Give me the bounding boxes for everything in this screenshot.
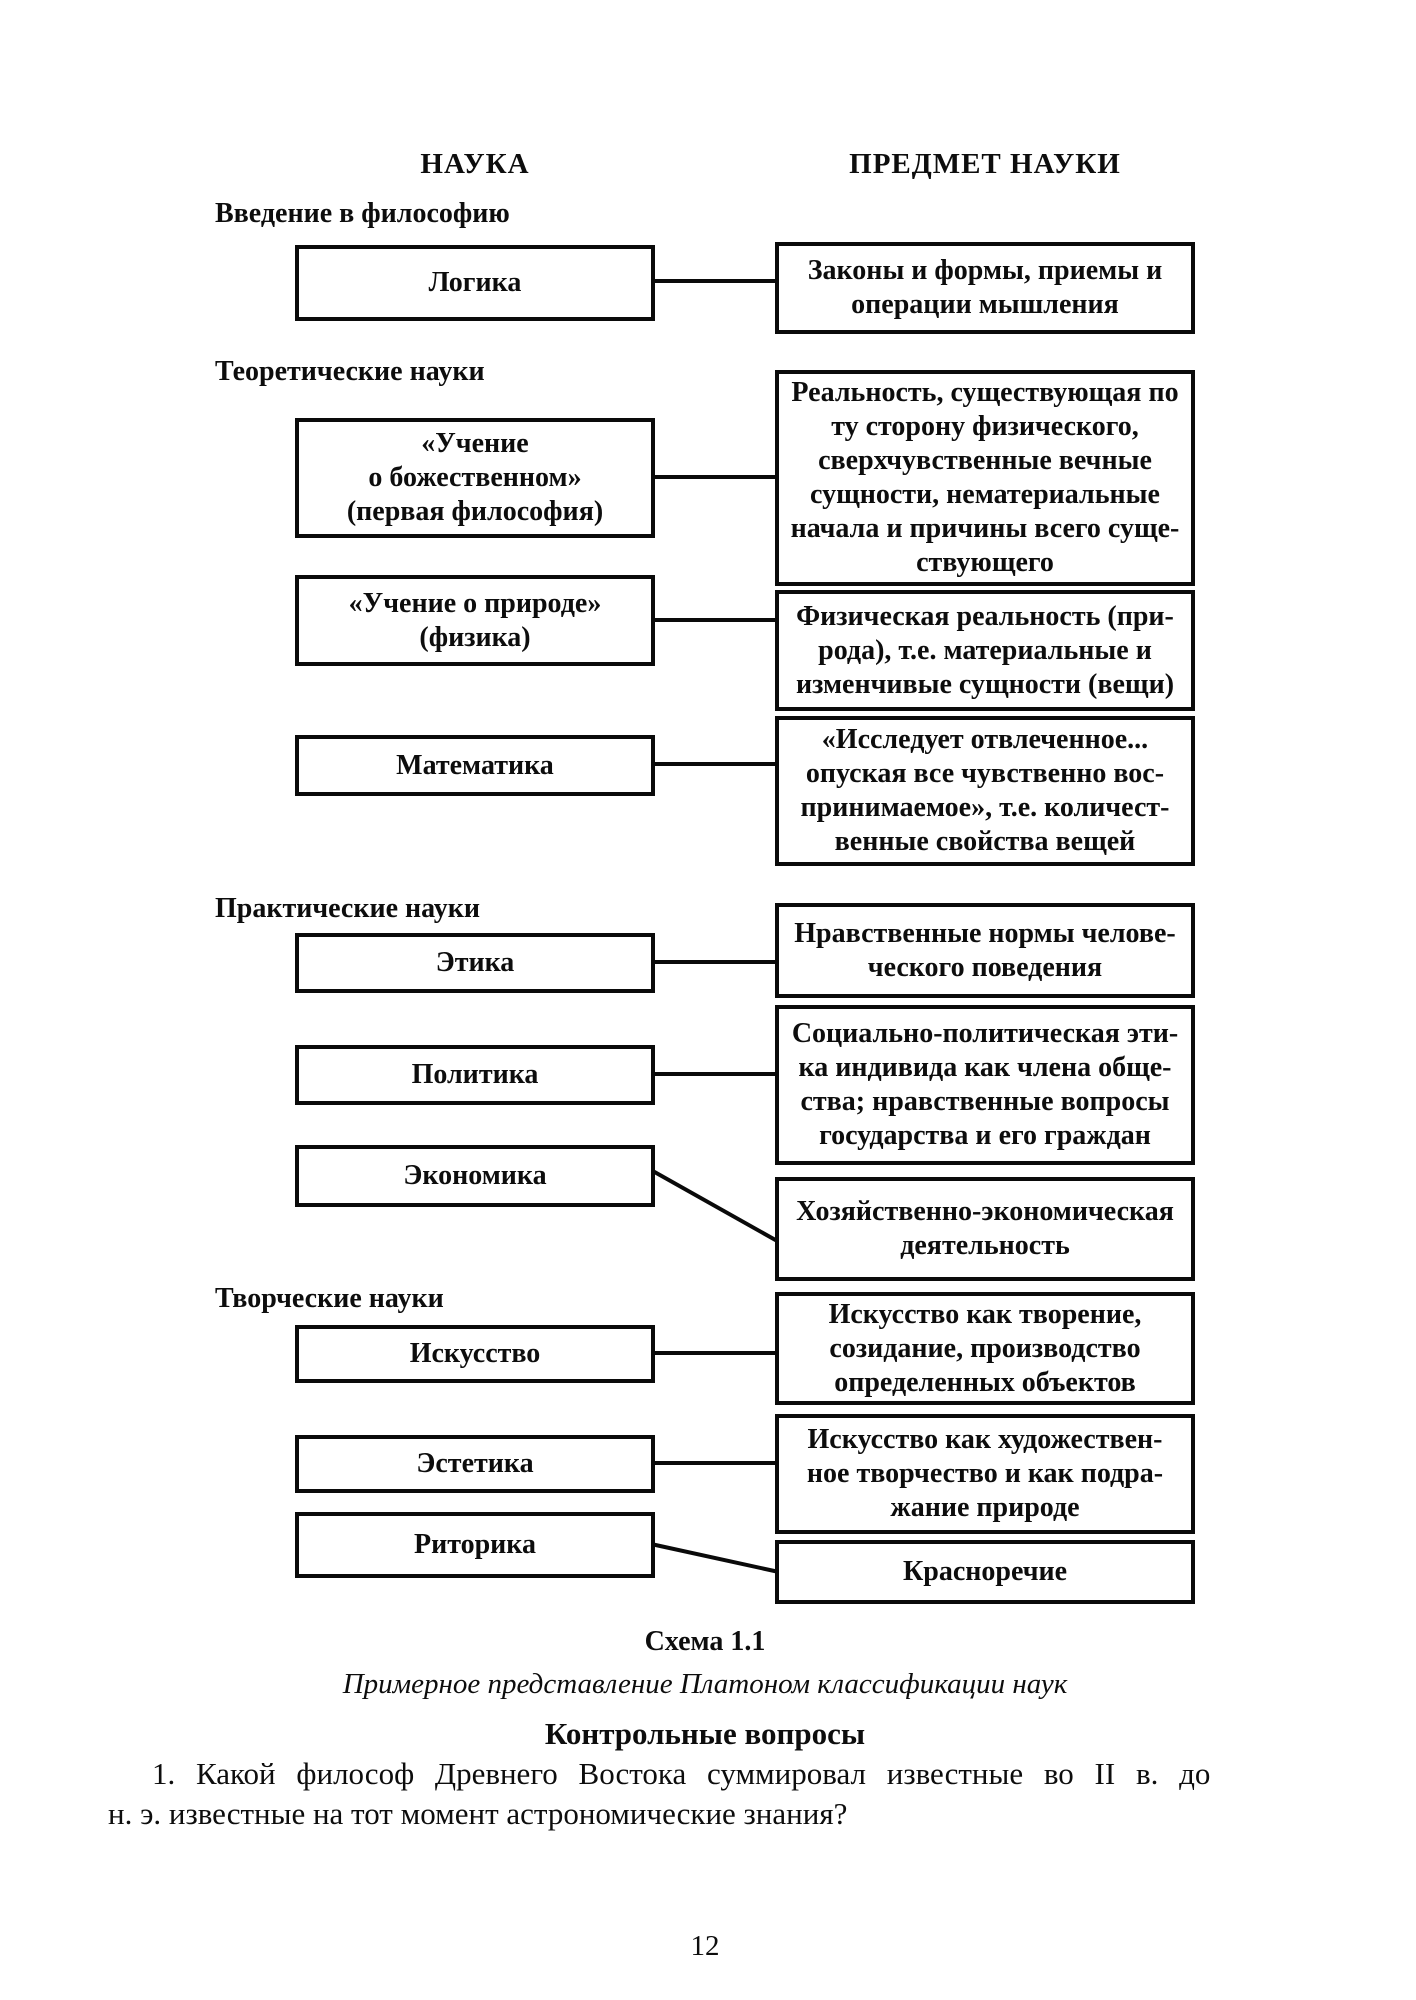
subject-box-economics: Хозяйственно-экономическая деятельность bbox=[775, 1177, 1195, 1281]
connector-economics-diagonal bbox=[650, 1168, 780, 1244]
section-label-practical: Практические науки bbox=[215, 893, 481, 924]
science-box-rhetoric: Риторика bbox=[295, 1512, 655, 1578]
schema-label: Схема 1.1 bbox=[644, 1626, 766, 1657]
subject-box-rhetoric: Красноречие bbox=[775, 1540, 1195, 1604]
subject-box-ethics: Нравственные нормы челове- ческого повед… bbox=[775, 903, 1195, 998]
schema-title: Примерное представление Платоном классиф… bbox=[342, 1668, 1068, 1700]
science-box-economics: Экономика bbox=[295, 1145, 655, 1207]
science-box-logic: Логика bbox=[295, 245, 655, 321]
column-header-science: НАУКА bbox=[420, 148, 530, 180]
science-box-math: Математика bbox=[295, 735, 655, 796]
subject-box-politics: Социально-политическая эти- ка индивида … bbox=[775, 1005, 1195, 1165]
questions-heading: Контрольные вопросы bbox=[544, 1716, 866, 1751]
page-number: 12 bbox=[690, 1930, 720, 1962]
subject-box-divine: Реальность, существующая по ту сторону ф… bbox=[775, 370, 1195, 586]
subject-box-aesthetics: Искусство как художествен- ное творчеств… bbox=[775, 1414, 1195, 1534]
subject-box-logic: Законы и формы, приемы и операции мышлен… bbox=[775, 242, 1195, 334]
science-box-art: Искусство bbox=[295, 1325, 655, 1383]
subject-box-art: Искусство как творение, созидание, произ… bbox=[775, 1292, 1195, 1405]
science-box-aesthetics: Эстетика bbox=[295, 1435, 655, 1493]
science-box-divine: «Учение о божественном» (первая философи… bbox=[295, 418, 655, 538]
science-box-ethics: Этика bbox=[295, 933, 655, 993]
connector-rhetoric-diagonal bbox=[650, 1542, 780, 1574]
section-label-theoretical: Теоретические науки bbox=[215, 356, 485, 387]
column-header-subject: ПРЕДМЕТ НАУКИ bbox=[849, 148, 1121, 180]
question-1-line-2: н. э. известные на тот момент астрономич… bbox=[108, 1796, 848, 1831]
subject-box-nature: Физическая реальность (при- рода), т.е. … bbox=[775, 590, 1195, 711]
question-1-line-1: 1. Какой философ Древнего Востока суммир… bbox=[152, 1756, 1211, 1791]
section-label-intro: Введение в философию bbox=[215, 198, 510, 229]
subject-box-math: «Исследует отвлеченное... опуская все чу… bbox=[775, 716, 1195, 866]
science-box-nature: «Учение о природе» (физика) bbox=[295, 575, 655, 666]
section-label-creative: Творческие науки bbox=[215, 1283, 444, 1314]
science-box-politics: Политика bbox=[295, 1045, 655, 1105]
